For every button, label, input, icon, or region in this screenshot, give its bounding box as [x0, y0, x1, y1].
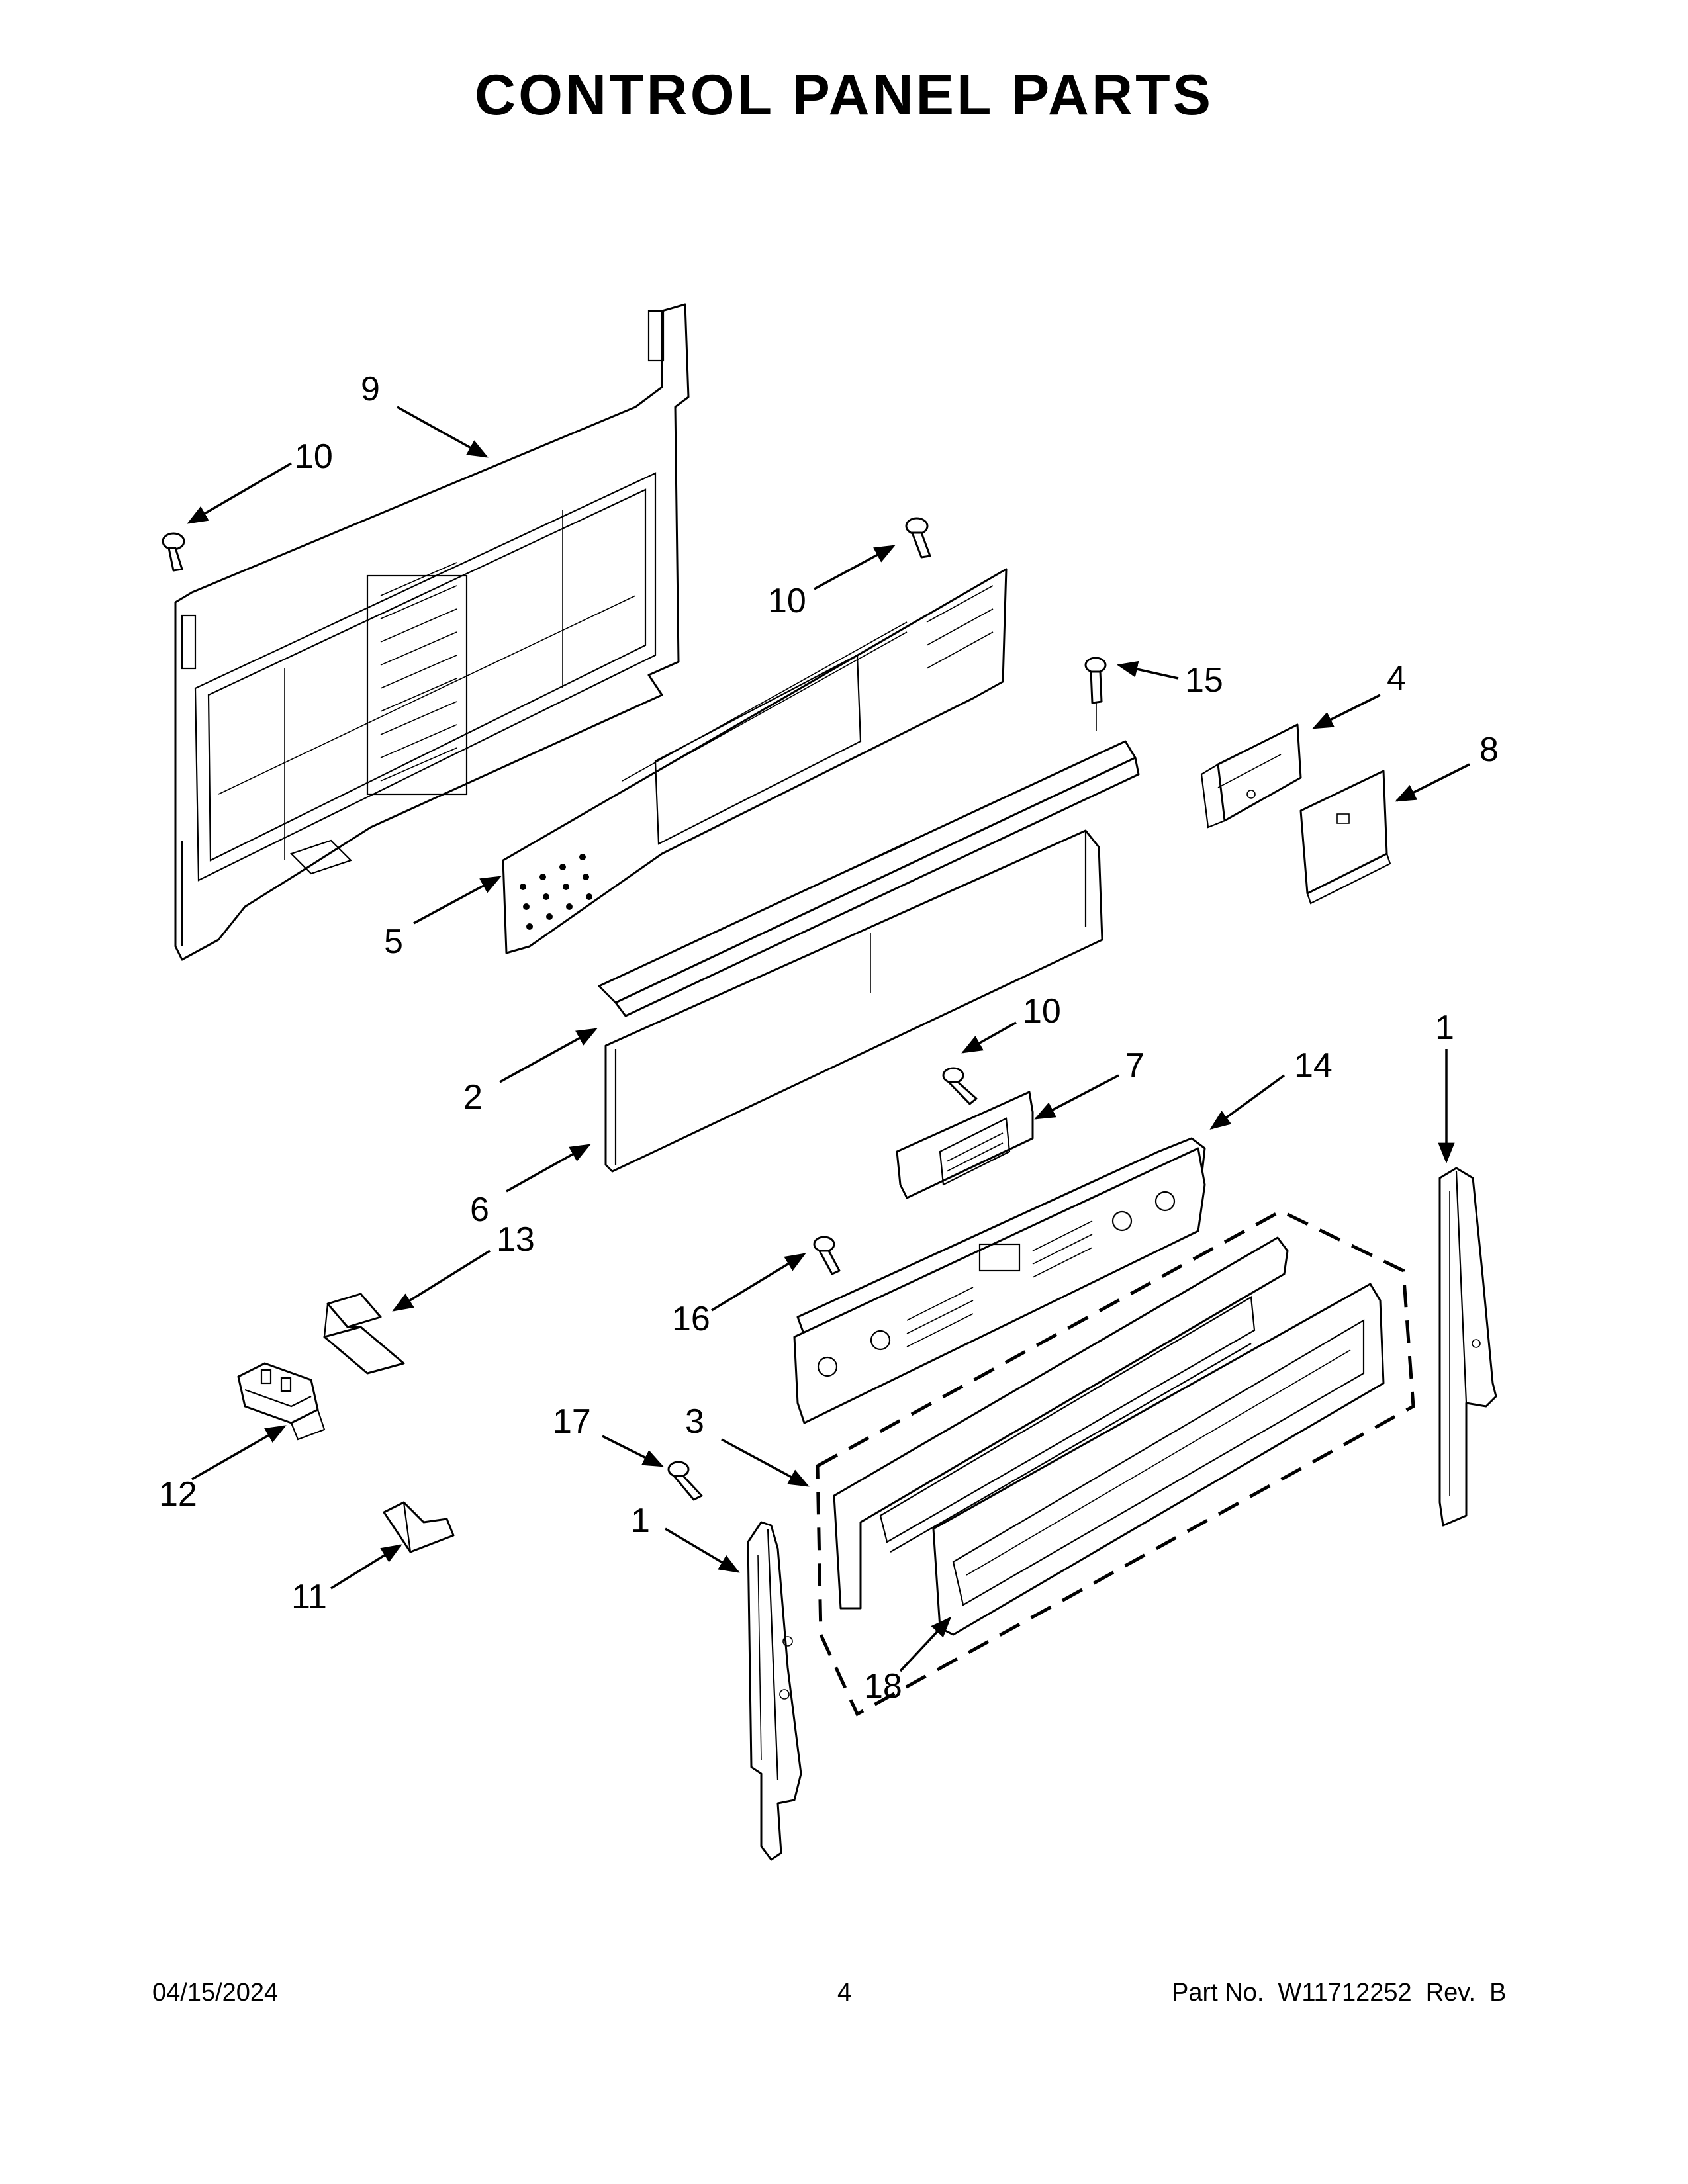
part-1-end-cap-left — [747, 1521, 802, 1861]
callout-12: 12 — [159, 1475, 197, 1514]
callout-14: 14 — [1294, 1046, 1333, 1085]
leader-7 — [1034, 1074, 1119, 1120]
part-5-control-panel-back — [502, 568, 1008, 954]
callout-labels: 9 10 10 15 4 8 5 10 7 14 1 2 6 13 16 12 … — [159, 370, 1499, 1706]
callout-15: 15 — [1185, 661, 1223, 700]
callout-16: 16 — [672, 1300, 710, 1338]
callout-1a: 1 — [1435, 1009, 1454, 1047]
part-4-control-board — [1200, 723, 1302, 829]
leader-17 — [602, 1435, 664, 1467]
callout-3: 3 — [685, 1402, 704, 1441]
leader-lines — [187, 406, 1470, 1672]
callout-6: 6 — [470, 1191, 489, 1229]
leader-8 — [1395, 763, 1470, 802]
callout-13: 13 — [496, 1220, 535, 1259]
part-3-trim-assembly — [816, 1209, 1415, 1717]
leader-11 — [330, 1544, 402, 1590]
callout-11: 11 — [291, 1578, 327, 1616]
leader-2 — [499, 1028, 598, 1083]
part-1-end-cap-right — [1438, 1167, 1497, 1527]
callout-9: 9 — [361, 370, 380, 408]
callout-18: 18 — [864, 1667, 902, 1706]
footer-date: 04/15/2024 — [152, 1979, 279, 2007]
part-12-terminal-block — [237, 1362, 326, 1441]
part-13-bracket — [323, 1293, 405, 1375]
callout-1b: 1 — [631, 1502, 650, 1540]
callout-8: 8 — [1479, 731, 1499, 769]
callout-17: 17 — [553, 1402, 591, 1441]
part-8-board-bracket — [1299, 770, 1391, 905]
callout-10b: 10 — [768, 582, 806, 620]
part-2-bracket — [598, 740, 1140, 1017]
part-11-clip — [383, 1501, 455, 1553]
callout-4: 4 — [1387, 659, 1406, 698]
part-7-electronic-control — [896, 1091, 1034, 1199]
page-title: CONTROL PANEL PARTS — [474, 64, 1214, 127]
part-10-screw-upper-center — [905, 517, 931, 559]
leader-5 — [413, 876, 502, 925]
leader-9 — [397, 406, 489, 458]
leader-6 — [506, 1144, 591, 1193]
footer-page-number: 4 — [837, 1979, 852, 2007]
part-17-screw — [667, 1461, 703, 1501]
leader-12 — [191, 1425, 287, 1480]
callout-2: 2 — [463, 1078, 483, 1116]
leader-10b — [814, 545, 896, 590]
leader-18 — [899, 1616, 952, 1672]
leader-15 — [1116, 660, 1179, 680]
callout-10a: 10 — [295, 437, 333, 476]
leader-1b — [665, 1527, 740, 1573]
part-16-screw — [813, 1236, 841, 1275]
callout-5: 5 — [384, 923, 403, 961]
leader-3 — [721, 1438, 810, 1487]
leader-10a — [187, 462, 292, 524]
leader-10c — [961, 1021, 1017, 1054]
leader-4 — [1312, 694, 1381, 729]
callout-10c: 10 — [1023, 992, 1061, 1030]
part-10-screw-middle — [942, 1067, 978, 1105]
leader-14 — [1209, 1074, 1286, 1130]
leader-16 — [711, 1253, 806, 1312]
part-10-screw-upper-left — [162, 532, 185, 572]
part-9-rear-panel — [174, 303, 690, 961]
footer-part-number: Part No. W11712252 Rev. B — [1172, 1979, 1507, 2007]
leader-13 — [392, 1250, 491, 1312]
part-15-screw — [1084, 657, 1107, 731]
callout-7: 7 — [1125, 1046, 1145, 1085]
part-14-control-panel — [793, 1137, 1206, 1424]
part-6-bracket — [604, 829, 1103, 1173]
